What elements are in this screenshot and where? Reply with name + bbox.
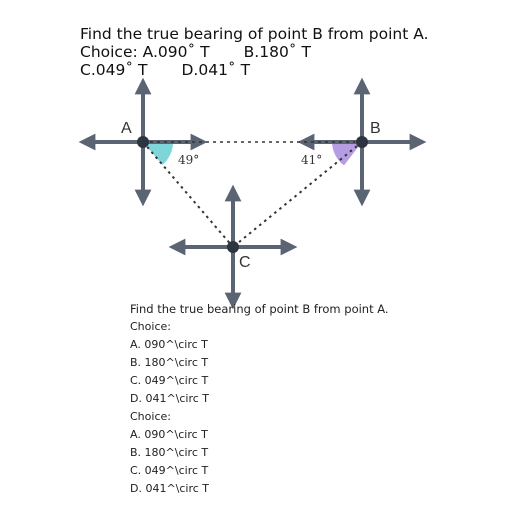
compass-b	[297, 77, 427, 207]
dotted-line-bc	[232, 141, 363, 248]
lower-choice-2-d: D. 041^\circ T	[130, 482, 210, 495]
point-a	[137, 136, 149, 148]
lower-question: Find the true bearing of point B from po…	[130, 302, 389, 316]
angle-b-wedge	[332, 142, 362, 166]
choice-b: B.180˚ T	[243, 43, 311, 61]
lower-choice-label-1: Choice:	[130, 320, 171, 333]
lower-choice-2-b: B. 180^\circ T	[130, 446, 209, 459]
angle-a-label: 49°	[178, 153, 199, 167]
choice-row-1: Choice: A.090˚ T B.180˚ T	[80, 43, 429, 61]
lower-choice-1-b: B. 180^\circ T	[130, 356, 209, 369]
lower-choice-label-2: Choice:	[130, 410, 171, 423]
question-header: Find the true bearing of point B from po…	[80, 25, 429, 79]
point-b	[356, 136, 368, 148]
choice-row-2: C.049˚ T D.041˚ T	[80, 61, 429, 79]
question-title: Find the true bearing of point B from po…	[80, 25, 429, 43]
point-c-label: C	[239, 254, 251, 271]
lower-choice-2-a: A. 090^\circ T	[130, 428, 208, 441]
angle-b-label: 41°	[301, 153, 322, 167]
choice-d: D.041˚ T	[181, 61, 251, 79]
angle-a-wedge	[143, 142, 174, 165]
choice-prefix: Choice:	[80, 43, 143, 61]
lower-choice-1-d: D. 041^\circ T	[130, 392, 210, 405]
choice-a: A.090˚ T	[142, 43, 210, 61]
point-b-label: B	[370, 120, 381, 137]
lower-choice-2-c: C. 049^\circ T	[130, 464, 209, 477]
compass-c	[168, 184, 298, 310]
point-c	[227, 241, 239, 253]
choice-c: C.049˚ T	[80, 61, 148, 79]
lower-text-block: Find the true bearing of point B from po…	[130, 300, 389, 498]
lower-choice-1-c: C. 049^\circ T	[130, 374, 209, 387]
lower-choice-1-a: A. 090^\circ T	[130, 338, 208, 351]
point-a-label: A	[121, 120, 132, 137]
